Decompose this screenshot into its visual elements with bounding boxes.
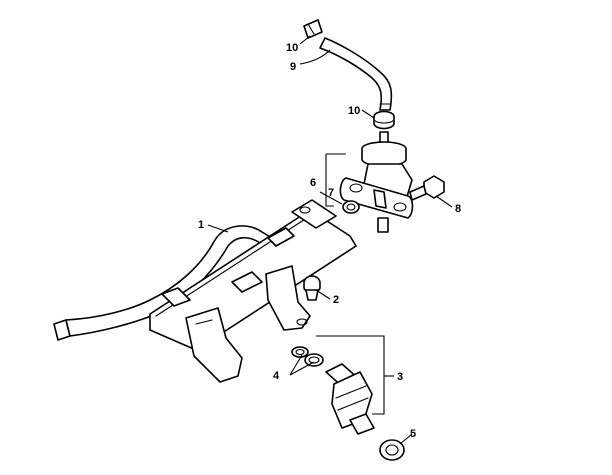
hose-clamp-top	[303, 19, 323, 39]
callout-10-lower: 10	[348, 105, 360, 117]
regulator-screw	[409, 175, 445, 201]
vapor-hose	[319, 37, 393, 111]
hose-clamp-lower	[373, 110, 395, 130]
callout-3: 3	[397, 371, 403, 383]
rail-brackets	[185, 227, 311, 383]
injector-grommet	[379, 439, 405, 461]
callout-2: 2	[333, 294, 339, 306]
o-ring-regulator	[342, 200, 360, 214]
callout-10-top: 10	[286, 42, 298, 54]
injector-o-rings	[291, 346, 324, 367]
callout-1: 1	[198, 219, 204, 231]
callout-9: 9	[290, 61, 296, 73]
fuel-injector	[325, 363, 375, 435]
callout-5: 5	[410, 428, 416, 440]
callout-labels: 10 9 10 6 7 8 1 2 3 4 5	[198, 42, 461, 440]
rail-bolt	[303, 275, 321, 301]
callout-7: 7	[328, 187, 334, 199]
callout-6: 6	[310, 177, 316, 189]
pressure-regulator	[339, 131, 414, 233]
callout-8: 8	[455, 203, 461, 215]
leader-lines	[207, 35, 453, 445]
callout-4: 4	[273, 370, 280, 382]
